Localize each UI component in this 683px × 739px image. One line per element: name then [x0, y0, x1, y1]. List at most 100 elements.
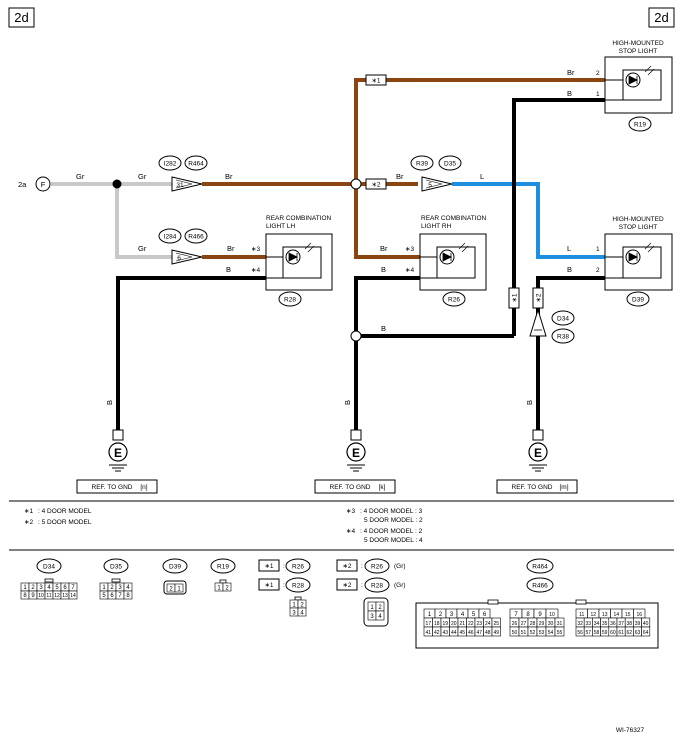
svg-text:6: 6 — [177, 255, 181, 262]
pin-number: 5 — [102, 593, 106, 599]
pin-number: 33 — [586, 621, 592, 627]
svg-text:(Gr): (Gr) — [394, 582, 406, 589]
svg-text:2d: 2d — [654, 10, 668, 25]
svg-text:E: E — [352, 446, 360, 460]
svg-text:∗2: ∗2 — [371, 182, 380, 189]
pin-number: 10 — [38, 593, 44, 599]
hmsl-top: HIGH-MOUNTED STOP LIGHT 2 1 R19 — [596, 40, 673, 132]
pin-number: 9 — [31, 593, 35, 599]
pin-number: 55 — [557, 630, 563, 636]
svg-text:2: 2 — [300, 603, 304, 609]
svg-text:∗2: ∗2 — [536, 293, 543, 302]
wire-label: L — [480, 172, 484, 181]
pin-number: 31 — [557, 621, 563, 627]
legend-r28-star1: ∗1 : R28 1 2 3 4 — [258, 577, 311, 617]
pin-number: 1 — [23, 585, 27, 591]
pin-number: 37 — [618, 621, 624, 627]
input-ref: 2a F — [18, 176, 51, 192]
ground-n: E REF. TO GND [n] — [76, 429, 158, 494]
svg-text:4: 4 — [378, 614, 382, 620]
wire-label: Gr — [138, 244, 147, 253]
ground-m: E REF. TO GND [m] — [496, 429, 578, 494]
svg-text:[m]: [m] — [559, 484, 568, 491]
svg-text:R28: R28 — [371, 583, 383, 590]
pin-number: 50 — [512, 630, 518, 636]
svg-text:1: 1 — [177, 587, 181, 593]
svg-text:REF. TO GND: REF. TO GND — [512, 484, 553, 491]
wire-label: B — [226, 265, 231, 274]
svg-text:2: 2 — [378, 605, 382, 611]
svg-text:3: 3 — [292, 611, 296, 617]
pin-number: 1 — [428, 612, 432, 618]
legend-r28-star2: ∗2 : R28 (Gr) 1 2 3 4 — [336, 577, 406, 627]
svg-text:: 4 DOOR MODEL: : 4 DOOR MODEL — [38, 508, 92, 515]
svg-text:31: 31 — [176, 182, 184, 189]
svg-text:R39: R39 — [416, 161, 428, 168]
rcl-lh: REAR COMBINATION LIGHT LH ∗3 ∗4 R28 — [251, 215, 333, 307]
pin-cell — [641, 626, 651, 637]
svg-text:HIGH-MOUNTED: HIGH-MOUNTED — [612, 40, 664, 47]
pin-number: 26 — [512, 621, 518, 627]
svg-text:∗3: ∗3 — [251, 246, 260, 253]
connector-31: 31 I282 R464 — [158, 155, 208, 192]
wire-label: B — [567, 89, 572, 98]
svg-text:STOP LIGHT: STOP LIGHT — [619, 48, 657, 55]
pin-number: 1 — [102, 585, 106, 591]
pin-number: 13 — [602, 612, 608, 618]
pin-number: 10 — [549, 612, 555, 618]
pin-number: 9 — [538, 612, 542, 618]
svg-text:∗4: ∗4 — [346, 528, 355, 535]
svg-text:LIGHT LH: LIGHT LH — [266, 223, 295, 230]
pin-number: 8 — [526, 612, 530, 618]
svg-text:∗4: ∗4 — [405, 267, 414, 274]
pin-number: 15 — [625, 612, 631, 618]
svg-text:1: 1 — [596, 91, 600, 98]
svg-text:5: 5 — [428, 182, 432, 189]
wire-label: Gr — [76, 172, 85, 181]
svg-text:5 DOOR MODEL : 4: 5 DOOR MODEL : 4 — [364, 537, 423, 544]
svg-text:D39: D39 — [632, 297, 644, 304]
brown-wires — [202, 78, 605, 259]
wire-label: Br — [225, 172, 233, 181]
pin-number: 4 — [47, 585, 51, 591]
pin-number: 35 — [602, 621, 608, 627]
pin-number: 43 — [442, 630, 448, 636]
pin-number: 61 — [618, 630, 624, 636]
wire-label: Br — [396, 172, 404, 181]
svg-text:R28: R28 — [292, 583, 304, 590]
wire-label: B — [525, 400, 534, 405]
svg-text:REAR COMBINATION: REAR COMBINATION — [421, 215, 487, 222]
pin-number: 56 — [577, 630, 583, 636]
pin-number: 28 — [530, 621, 536, 627]
svg-text::: : — [361, 582, 363, 589]
pin-number: 63 — [635, 630, 641, 636]
svg-text:R28: R28 — [284, 297, 296, 304]
svg-text:2d: 2d — [14, 10, 28, 25]
svg-text:2: 2 — [596, 70, 600, 77]
wire-label: Gr — [138, 172, 147, 181]
ground-icon — [346, 442, 366, 462]
pin-number: 7 — [71, 585, 75, 591]
pin-number: 6 — [63, 585, 67, 591]
svg-text:∗3: ∗3 — [405, 246, 414, 253]
pin-number: 2 — [31, 585, 35, 591]
wire-label: B — [567, 265, 572, 274]
pin-number: 17 — [425, 621, 431, 627]
svg-text:R26: R26 — [292, 564, 304, 571]
pin-number: 7 — [514, 612, 518, 618]
hmsl-mid: HIGH-MOUNTED STOP LIGHT 1 2 D39 — [596, 216, 673, 307]
svg-text:2: 2 — [596, 267, 600, 274]
svg-text:4: 4 — [300, 611, 304, 617]
junction-black — [350, 330, 362, 342]
svg-text:I282: I282 — [164, 161, 177, 168]
svg-text:R38: R38 — [557, 334, 569, 341]
pin-number: 42 — [434, 630, 440, 636]
wire-label: B — [105, 400, 114, 405]
wire-label: B — [381, 324, 386, 333]
pin-number: 21 — [459, 621, 465, 627]
svg-text::: : — [283, 563, 285, 570]
pin-number: 16 — [636, 612, 642, 618]
